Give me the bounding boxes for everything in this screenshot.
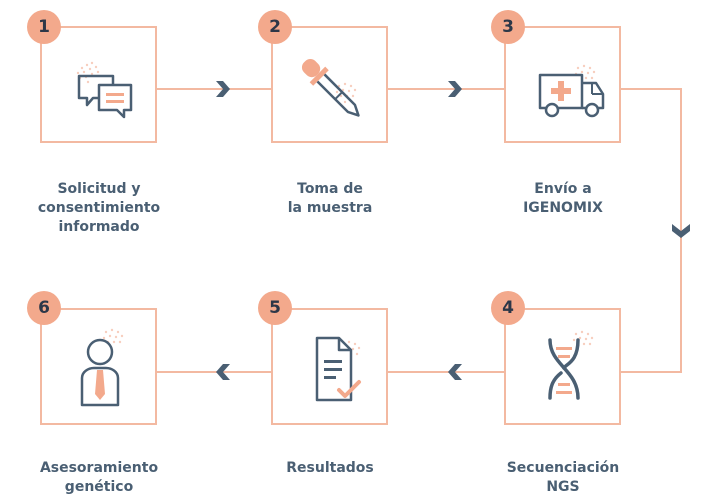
- connector-4-5: [388, 371, 504, 373]
- chevron-down-icon: [672, 224, 690, 238]
- connector-1-2: [157, 88, 271, 90]
- step-2-label: Toma de la muestra: [287, 181, 373, 216]
- chevron-left-icon: [448, 364, 462, 380]
- dropper-icon: [301, 58, 360, 117]
- connector-right-4: [621, 371, 682, 373]
- step-4-badge: 4: [491, 291, 525, 325]
- chevron-right-icon: [448, 81, 462, 97]
- connector-5-6: [157, 371, 271, 373]
- step-1-box: [40, 26, 157, 143]
- connector-2-3: [388, 88, 504, 90]
- step-1-label: Solicitud y consentimiento informado: [37, 181, 161, 235]
- step-6-label: Asesoramiento genético: [39, 460, 159, 495]
- document-check-icon: [315, 336, 361, 402]
- step-2-box: [271, 26, 388, 143]
- step-3-badge: 3: [491, 10, 525, 44]
- step-3-box: [504, 26, 621, 143]
- step-1-badge: 1: [27, 10, 61, 44]
- chat-bubbles-icon: [76, 61, 133, 119]
- dna-icon: [548, 330, 594, 400]
- person-icon: [80, 328, 124, 407]
- step-6-box: [40, 308, 157, 425]
- step-4-label: Secuenciación NGS: [506, 460, 620, 495]
- step-5-badge: 5: [258, 291, 292, 325]
- step-6-badge: 6: [27, 291, 61, 325]
- ambulance-truck-icon: [538, 64, 605, 118]
- step-2-badge: 2: [258, 10, 292, 44]
- connector-right-vertical: [680, 88, 682, 373]
- step-5-label: Resultados: [286, 460, 374, 476]
- chevron-right-icon: [216, 81, 230, 97]
- step-5-box: [271, 308, 388, 425]
- chevron-left-icon: [216, 364, 230, 380]
- step-4-box: [504, 308, 621, 425]
- step-3-label: Envío a IGENOMIX: [523, 181, 603, 216]
- connector-3-right: [621, 88, 682, 90]
